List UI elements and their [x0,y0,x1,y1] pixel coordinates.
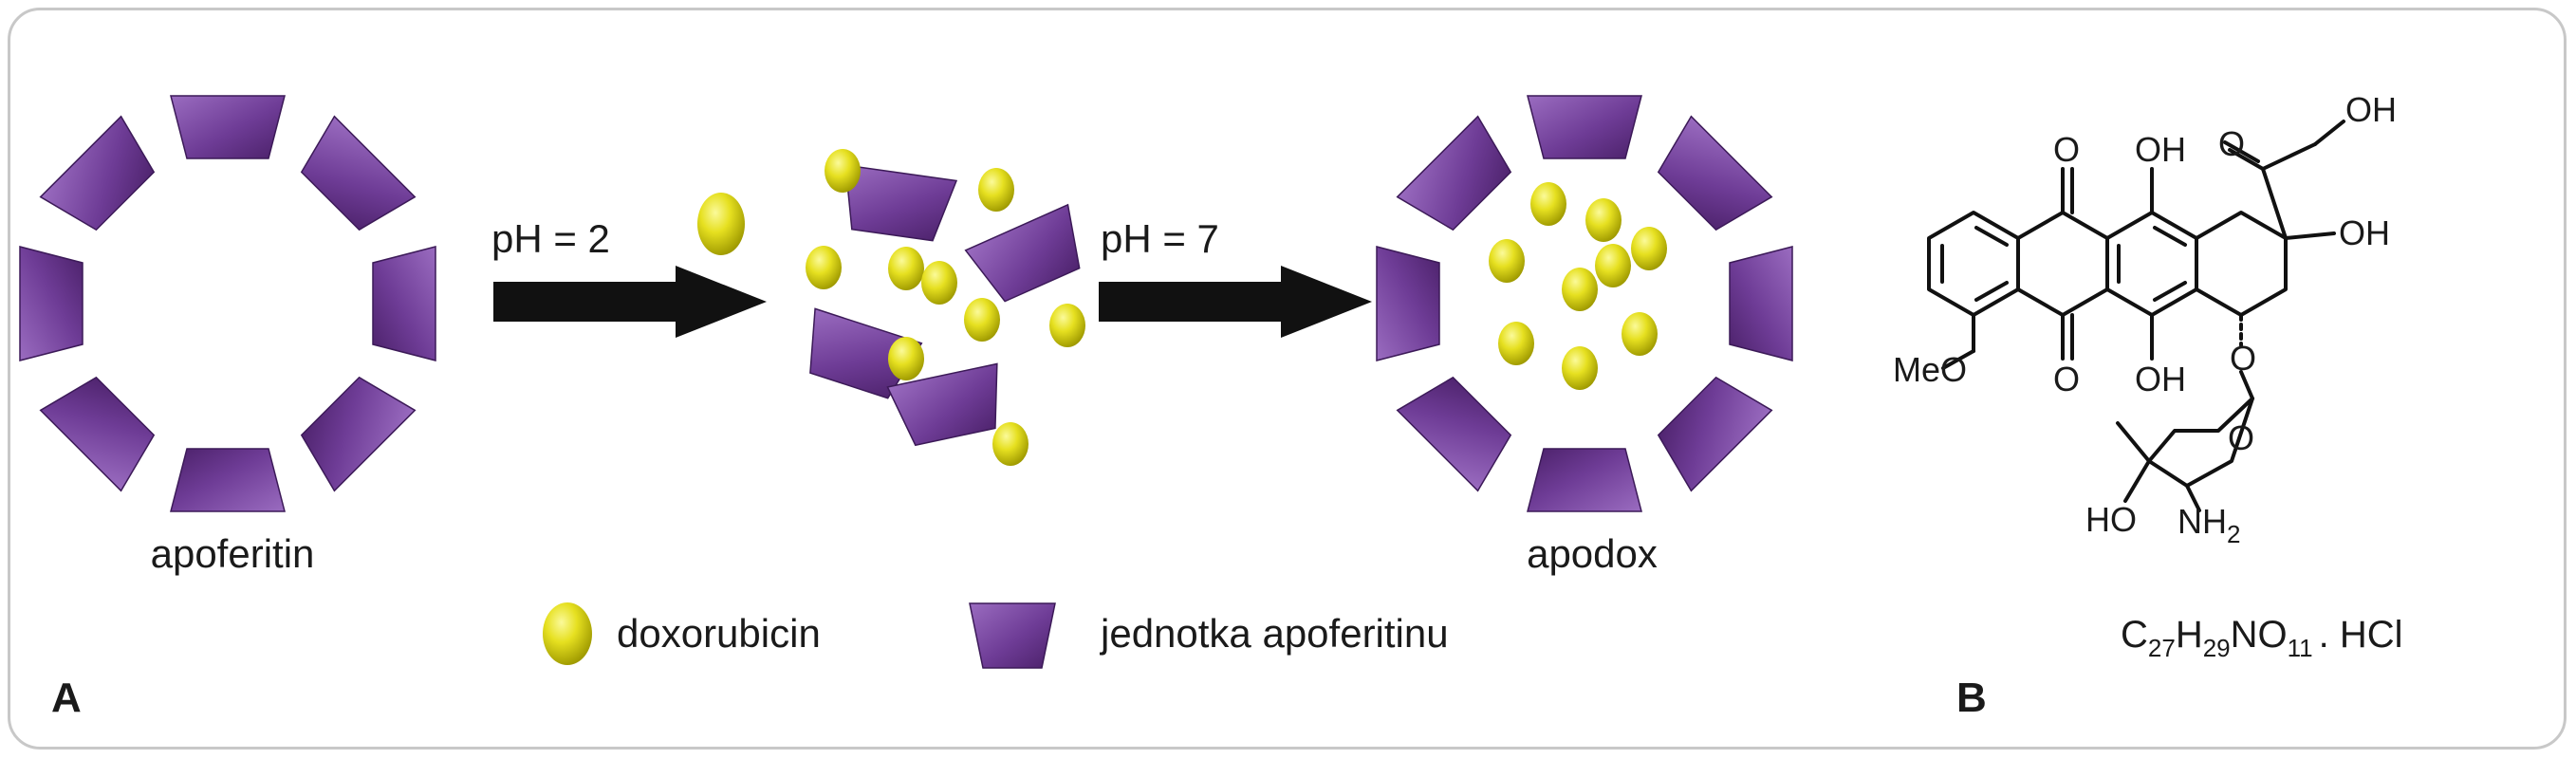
apoferritin-subunit-icon [19,246,83,361]
doxorubicin-sphere-icon [992,422,1029,466]
doxorubicin-sphere-icon [964,298,1000,342]
apoferritin-subunit-icon [964,203,1081,303]
structure-atom-labels: O O OH OH MeO O OH OH O O NH2 HO [1893,90,2397,548]
apoferritin-subunit-icon [1376,246,1440,361]
doxorubicin-sphere-icon [825,149,861,193]
apoferritin-subunit-icon [170,448,286,512]
apodox-ring [1376,95,1793,512]
apodox-label: apodox [1527,531,1658,576]
doxorubicin-sphere-icon [543,602,592,665]
doxorubicin-molecule [697,193,745,255]
doxorubicin-sphere-icon [978,168,1014,212]
apoferritin-subunit-icon [1396,376,1512,492]
figure-frame [8,8,2567,750]
apodox-loaded-doxorubicin [1489,182,1667,390]
doxorubicin-sphere-icon [921,261,957,305]
ph7-label: pH = 7 [1101,216,1219,261]
doxorubicin-sphere-icon [1530,182,1566,226]
doxorubicin-sphere-icon [697,193,745,255]
disassembled-apoferritin [806,149,1085,466]
doxorubicin-sphere-icon [888,247,924,290]
doxorubicin-structure [1927,120,2345,512]
apoferritin-subunit-icon [170,95,286,159]
atom-o-ether: O [2230,339,2256,378]
apoferritin-subunit-icon [1729,246,1793,361]
doxorubicin-sphere-icon [1562,268,1598,311]
atom-o-bottom: O [2053,360,2080,398]
doxorubicin-sphere-icon [888,337,924,380]
panel-b-label: B [1956,675,1987,721]
atom-oh-top: OH [2135,130,2186,169]
apoferritin-subunit-icon [844,164,958,242]
legend: doxorubicin jednotka apoferitinu [543,602,1449,669]
apoferritin-subunit-icon [969,602,1056,669]
doxorubicin-sphere-icon [1631,227,1667,270]
doxorubicin-sphere-icon [1562,346,1598,390]
atom-oh-bottom: OH [2135,360,2186,398]
apoferritin-subunit-icon [1657,115,1773,231]
atom-o-ring: O [2228,418,2254,457]
atom-ho: HO [2085,500,2137,539]
atom-o-top: O [2053,130,2080,169]
doxorubicin-sphere-icon [806,246,842,289]
atom-o-ketone: O [2218,124,2245,163]
ph7-arrow [1099,266,1372,338]
apoferritin-subunit-icon [300,376,417,492]
apoferritin-subunit-icon [372,246,436,361]
doxorubicin-sphere-icon [1585,198,1622,242]
molecular-formula: C27H29NO11. HCl [2121,614,2403,662]
legend-subunit-label: jednotka apoferitinu [1099,611,1449,656]
doxorubicin-sphere-icon [1498,322,1534,365]
apoferritin-subunit-icon [809,307,923,399]
ph2-label: pH = 2 [491,216,610,261]
panel-a-label: A [51,675,82,721]
apoferritin-subunit-icon [1527,448,1642,512]
doxorubicin-sphere-icon [1049,304,1085,347]
doxorubicin-sphere-icon [1489,239,1525,283]
apoferritin-subunit-icon [1657,376,1773,492]
apoferritin-subunit-icon [1527,95,1642,159]
apoferritin-subunit-icon [39,376,156,492]
apoferritin-subunit-icon [1396,115,1512,231]
ph2-arrow [493,266,767,338]
atom-meo: MeO [1893,350,1967,389]
apoferritin-subunit-icon [300,115,417,231]
apoferritin-subunit-icon [39,115,156,231]
apoferritin-label: apoferitin [151,531,315,576]
doxorubicin-sphere-icon [1622,312,1658,356]
doxorubicin-sphere-icon [1595,244,1631,287]
atom-nh2: NH2 [2178,502,2240,548]
atom-oh-side: OH [2345,90,2397,129]
apoferritin-ring [19,95,436,512]
atom-oh-quaternary: OH [2339,213,2390,252]
legend-doxorubicin-label: doxorubicin [617,611,821,656]
apoferritin-subunit-icon [886,362,998,447]
